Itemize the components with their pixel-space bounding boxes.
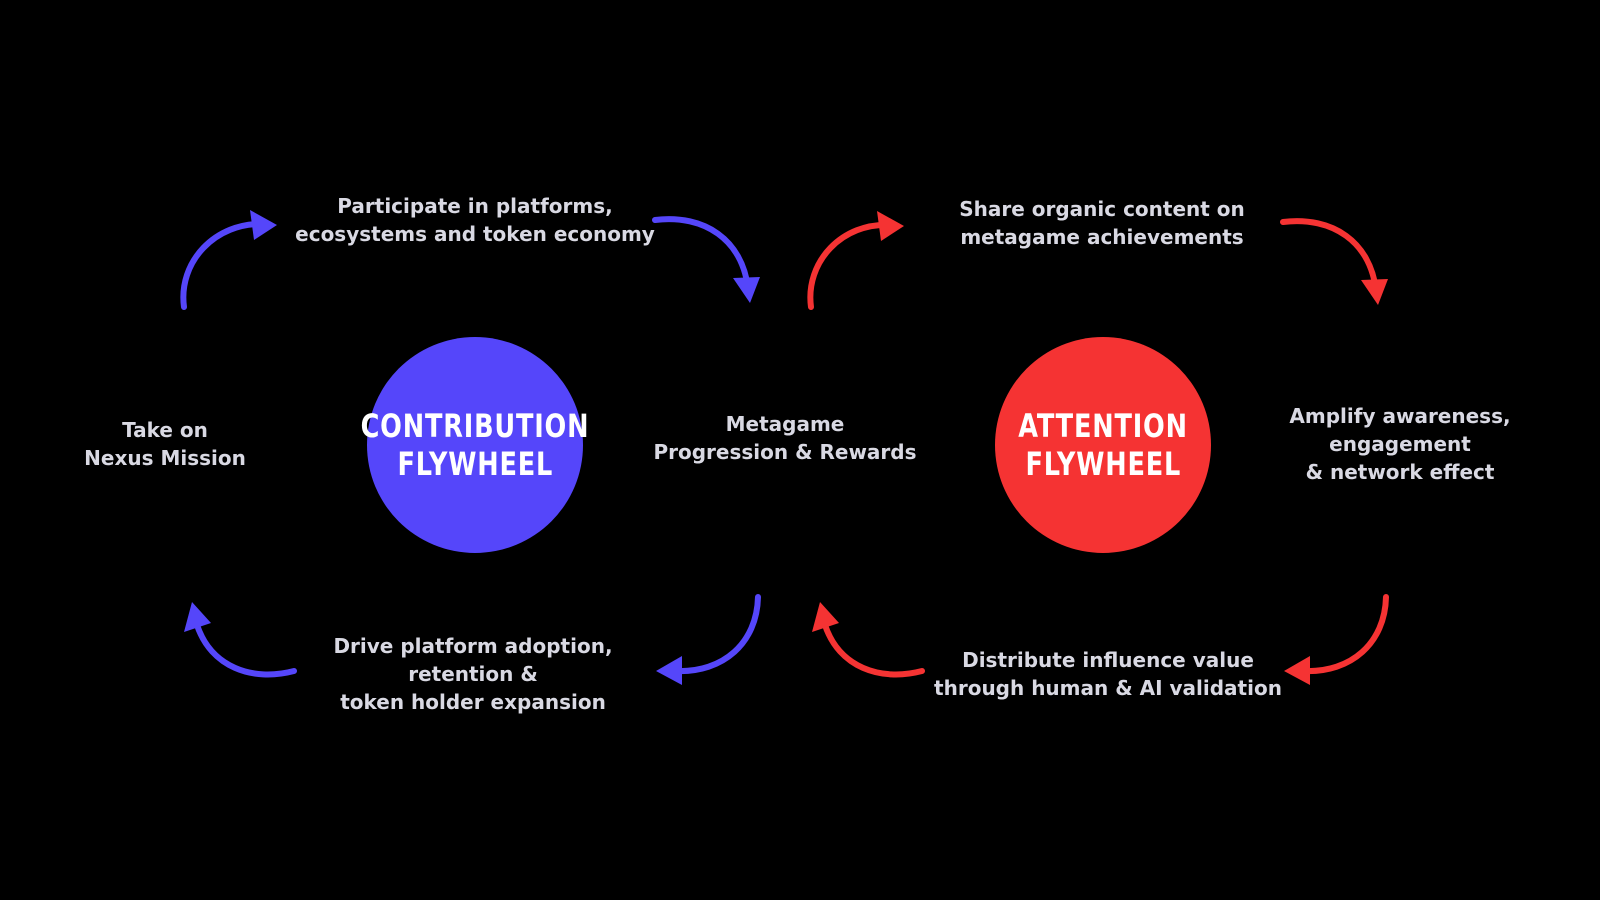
arrow-contribution-top-left: [180, 210, 277, 310]
attention-right-label: Amplify awareness, engagement & network …: [1289, 404, 1511, 484]
contribution-left-label: Take on Nexus Mission: [84, 418, 246, 470]
contribution-top-label: Participate in platforms, ecosystems and…: [295, 194, 655, 246]
arrow-attention-top-left: [807, 211, 904, 310]
arrow-contribution-bottom-left: [184, 602, 297, 678]
contribution-hub-line2: FLYWHEEL: [397, 445, 553, 483]
attention-hub-line2: FLYWHEEL: [1025, 445, 1181, 483]
arrow-attention-bottom-left: [812, 602, 925, 678]
attention-top-label: Share organic content on metagame achiev…: [959, 197, 1245, 249]
arrow-attention-bottom-right: [1284, 594, 1389, 685]
arrow-contribution-bottom-right: [656, 594, 761, 685]
attention-flywheel-hub: ATTENTION FLYWHEEL: [995, 337, 1211, 553]
attention-hub-line1: ATTENTION: [1018, 407, 1188, 445]
contribution-bottom-label: Drive platform adoption, retention & tok…: [333, 634, 613, 714]
arrow-contribution-top-right: [652, 216, 760, 303]
arrow-attention-top-right: [1280, 218, 1388, 305]
center-label: Metagame Progression & Rewards: [653, 412, 917, 464]
contribution-hub-line1: CONTRIBUTION: [360, 407, 590, 445]
attention-bottom-label: Distribute influence value through human…: [934, 648, 1282, 700]
contribution-flywheel-hub: CONTRIBUTION FLYWHEEL: [361, 337, 589, 553]
